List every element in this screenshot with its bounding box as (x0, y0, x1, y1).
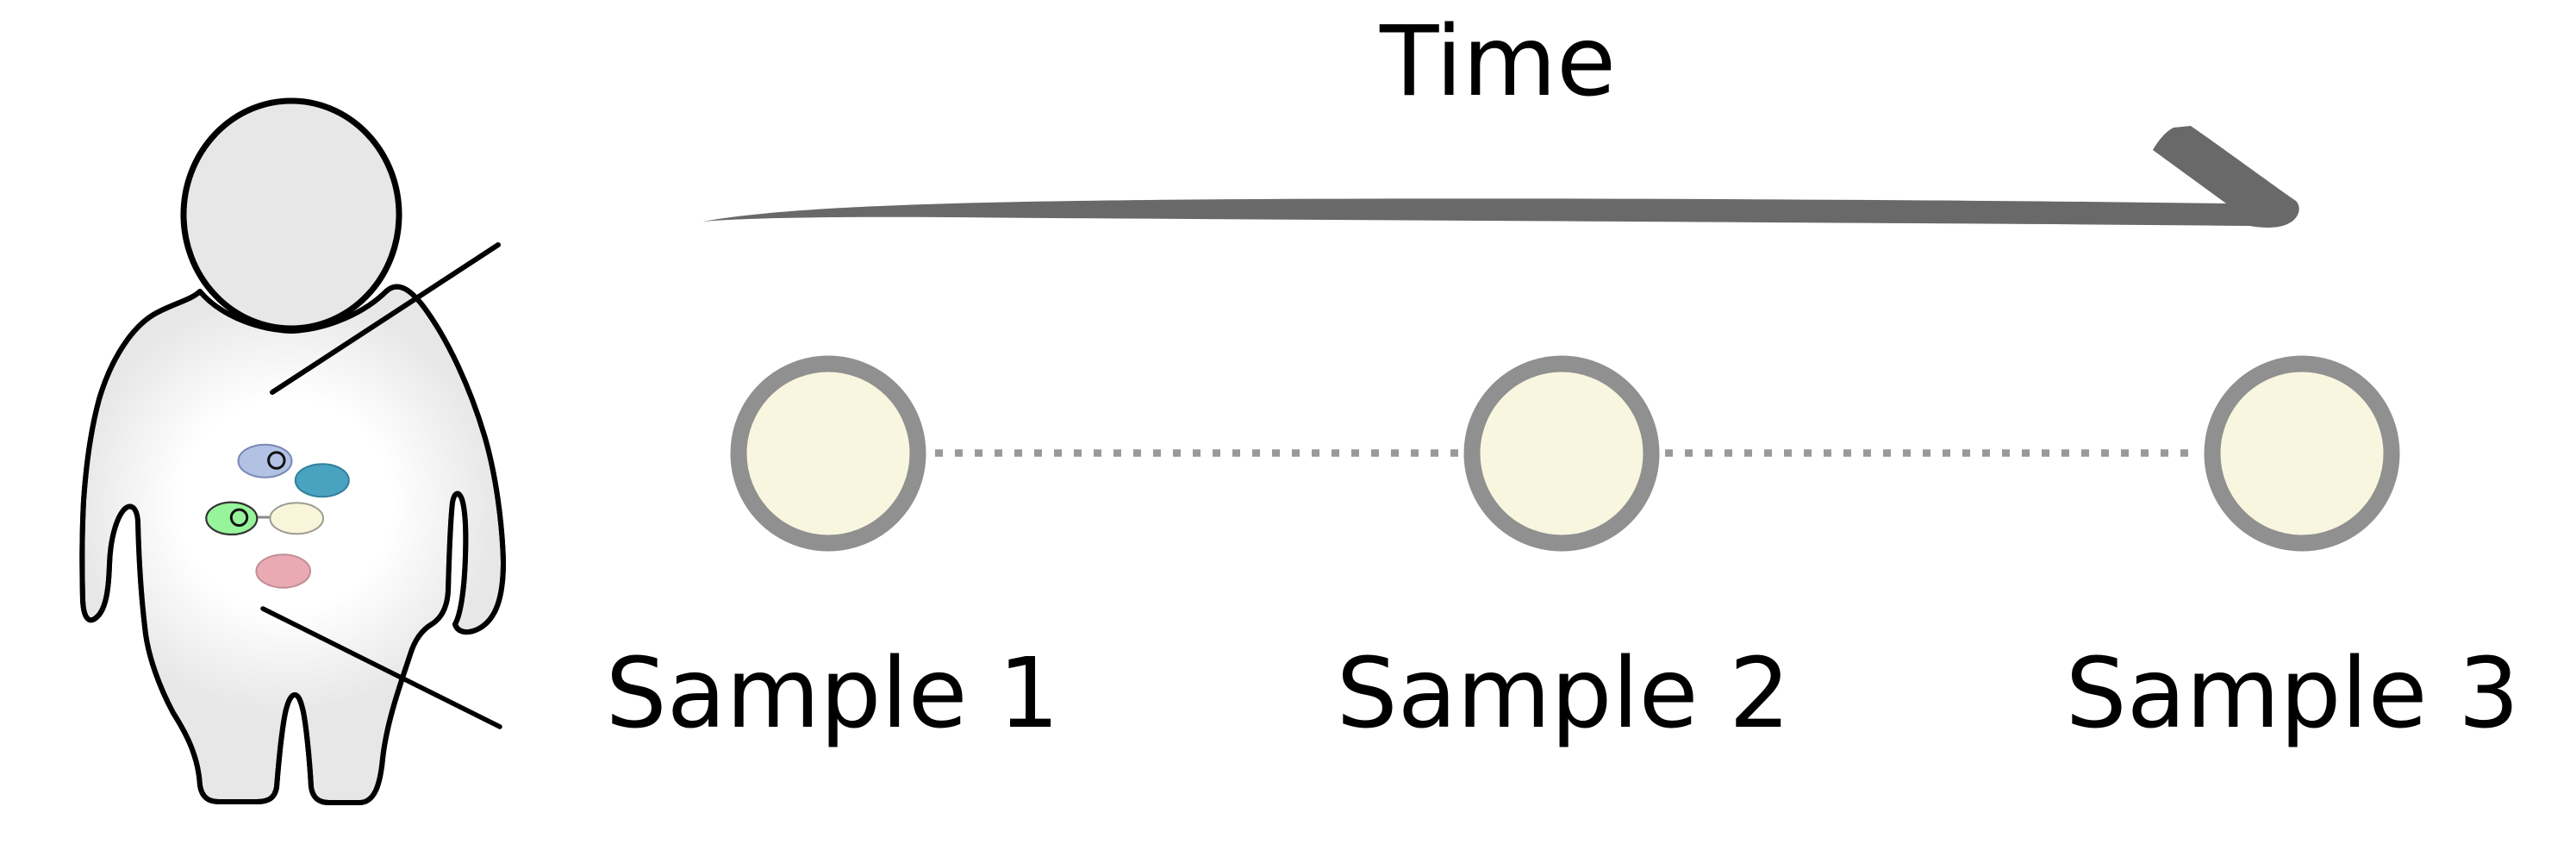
gut-pointer-line-lower (260, 606, 502, 729)
teal-microbe-icon (294, 463, 350, 498)
sample-circle-1 (730, 355, 926, 552)
cream-microbe-icon (269, 502, 325, 535)
person-head (180, 97, 402, 332)
blue-microbe-nucleus-icon (267, 451, 286, 470)
sample-3-label: Sample 3 (2065, 638, 2520, 750)
sample-circle-3 (2204, 355, 2400, 552)
person-body-outline (79, 284, 506, 805)
sample-2-label: Sample 2 (1336, 638, 1791, 750)
sample-circle-2 (1463, 355, 1660, 552)
green-microbe-nucleus-icon (229, 508, 249, 527)
pink-microbe-icon (255, 553, 312, 589)
time-axis-title: Time (1379, 6, 1617, 118)
sample-1-label: Sample 1 (605, 638, 1060, 750)
time-arrow-right-icon (702, 126, 2299, 228)
gut-pointer-line-upper (270, 242, 501, 395)
gut-microbiome-icon (205, 443, 350, 589)
human-body-silhouette-icon (75, 97, 506, 805)
